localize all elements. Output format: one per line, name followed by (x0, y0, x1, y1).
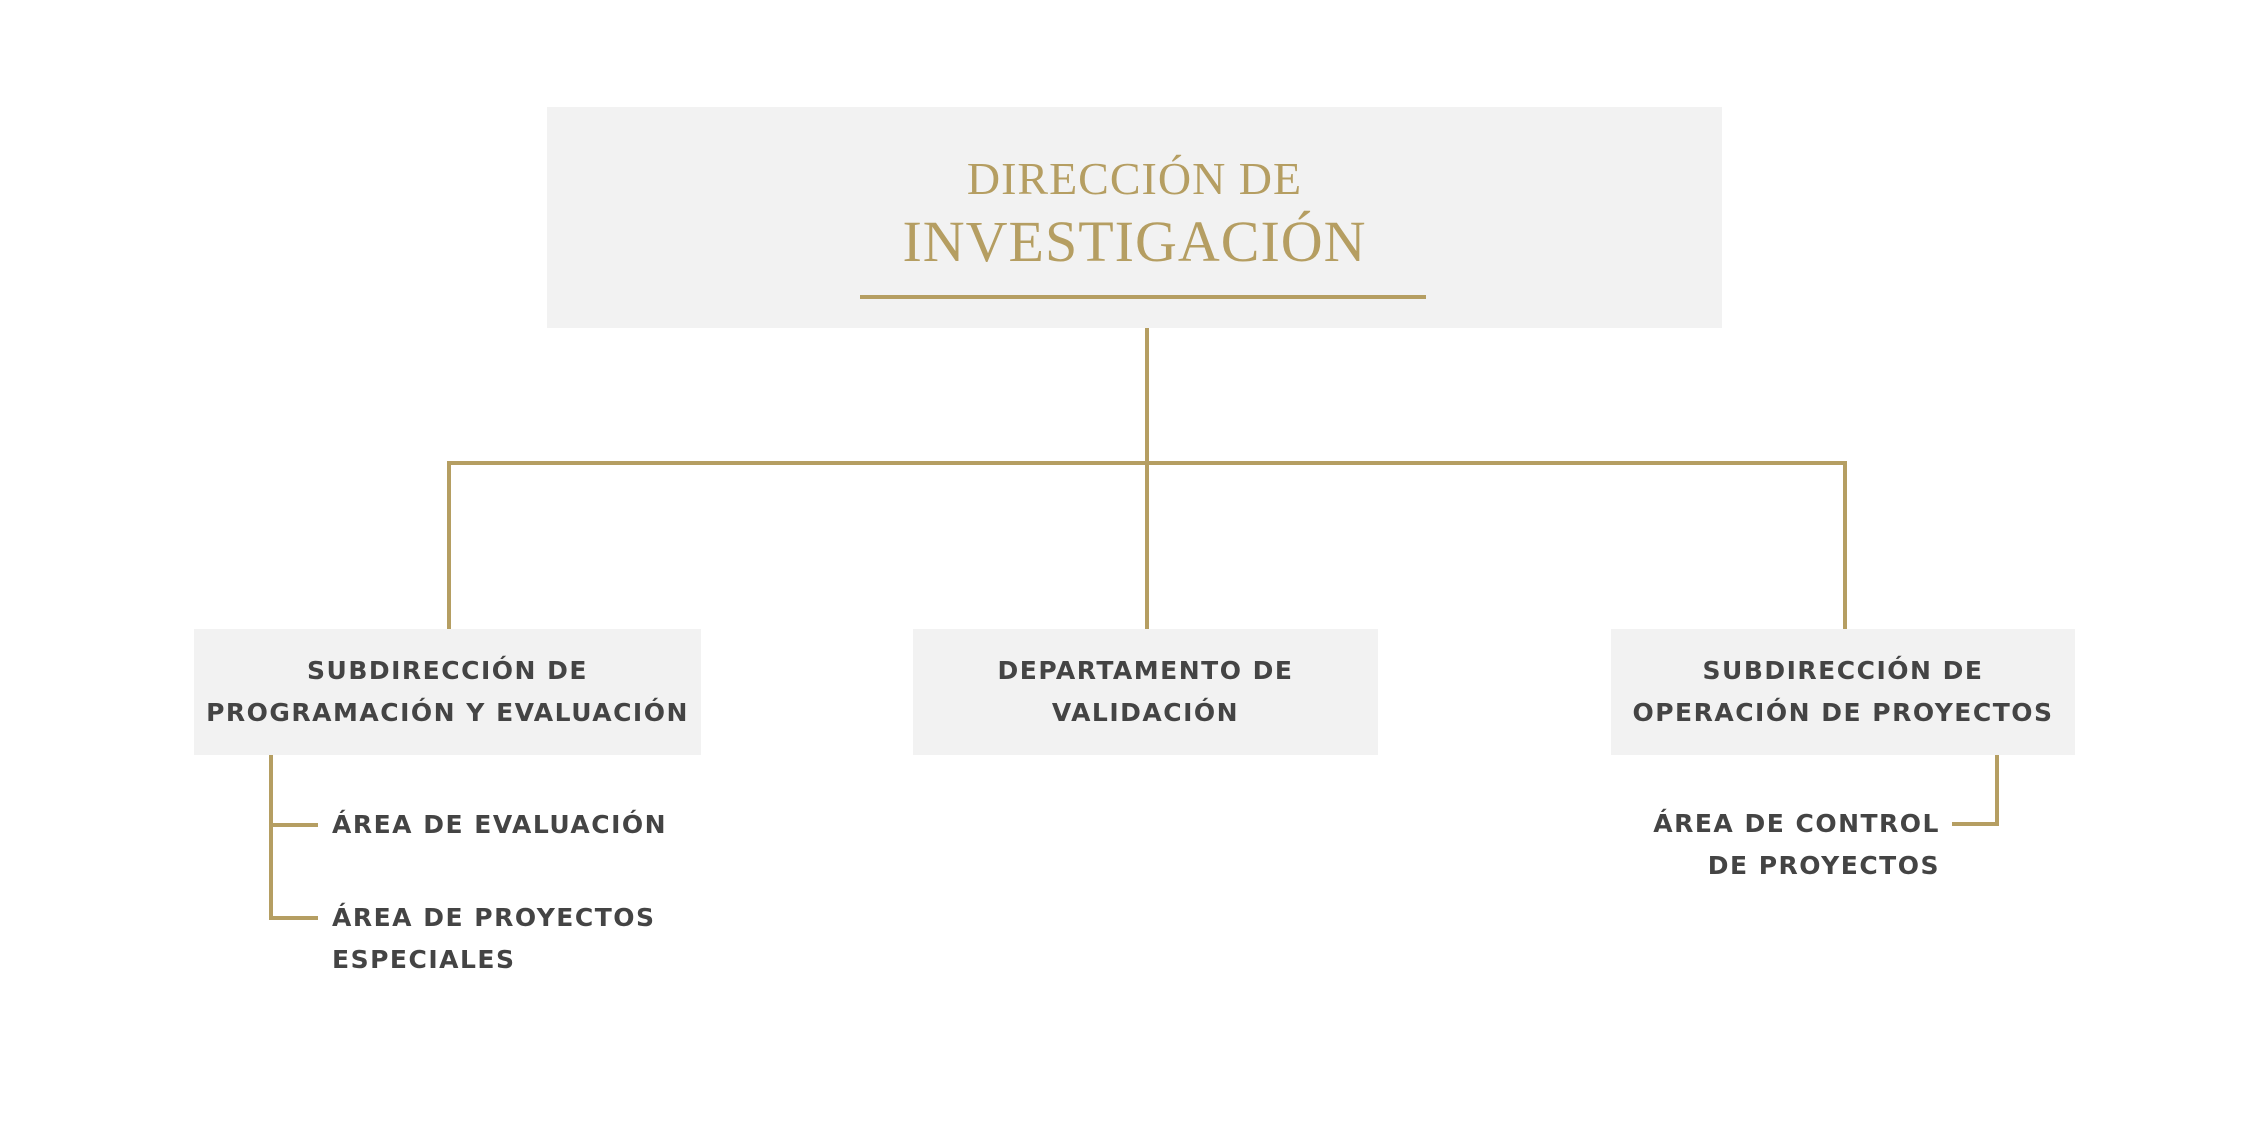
leaf-label-line1: ÁREA DE EVALUACIÓN (332, 810, 668, 839)
leaf-area-proyectos-especiales: ÁREA DE PROYECTOS ESPECIALES (332, 897, 656, 981)
node-label-line2: OPERACIÓN DE PROYECTOS (1632, 698, 2054, 727)
leaf-label-line2: DE PROYECTOS (1707, 851, 1940, 880)
node-departamento-validacion: DEPARTAMENTO DE VALIDACIÓN (913, 629, 1378, 755)
leaf-label-line2: ESPECIALES (332, 945, 516, 974)
node-label-line2: PROGRAMACIÓN Y EVALUACIÓN (206, 698, 689, 727)
node-direccion-investigacion: DIRECCIÓN DE INVESTIGACIÓN (547, 107, 1722, 328)
node-subdireccion-programacion: SUBDIRECCIÓN DE PROGRAMACIÓN Y EVALUACIÓ… (194, 629, 701, 755)
leaf-label-line1: ÁREA DE CONTROL (1653, 809, 1940, 838)
leaf-label-line1: ÁREA DE PROYECTOS (332, 903, 656, 932)
top-node-title-line1: DIRECCIÓN DE (966, 153, 1303, 204)
node-label-line1: SUBDIRECCIÓN DE (1702, 656, 1984, 685)
leaf-area-evaluacion: ÁREA DE EVALUACIÓN (332, 804, 667, 846)
node-label-line1: SUBDIRECCIÓN DE (307, 656, 588, 685)
top-node-underline (860, 295, 1426, 299)
node-label-line1: DEPARTAMENTO DE (997, 656, 1294, 685)
connector-left-branch (269, 753, 318, 920)
node-subdireccion-operacion: SUBDIRECCIÓN DE OPERACIÓN DE PROYECTOS (1611, 629, 2075, 755)
leaf-area-control-proyectos: ÁREA DE CONTROL DE PROYECTOS (1600, 803, 1940, 887)
connector-right-branch (1952, 753, 1999, 826)
top-node-title-line2: INVESTIGACIÓN (902, 209, 1367, 274)
node-label-line2: VALIDACIÓN (1051, 698, 1240, 727)
